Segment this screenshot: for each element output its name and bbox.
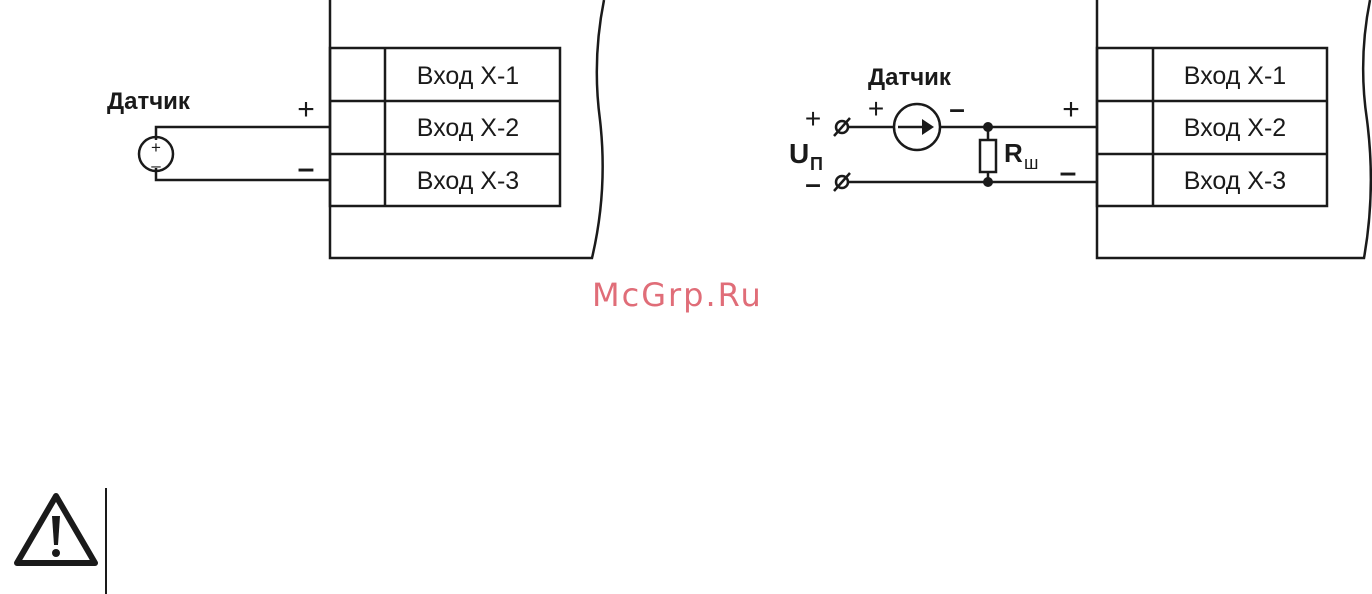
node-top: [983, 122, 993, 132]
supply-subscript: П: [810, 154, 823, 174]
right-sensor-label: Датчик: [868, 64, 952, 91]
right-diagram: [833, 0, 1372, 260]
left-input-x1: Вход X-1: [417, 62, 519, 90]
supply-plus-label: +: [805, 103, 821, 134]
left-sensor-label: Датчик: [107, 88, 191, 115]
left-input-x2: Вход X-2: [417, 114, 519, 142]
right-device-housing: [1095, 0, 1372, 260]
left-diagram: [137, 0, 606, 260]
right-source-minus: –: [949, 93, 965, 124]
left-minus-label: –: [298, 152, 315, 185]
left-source-minus: –: [151, 156, 161, 175]
supply-minus-label: –: [805, 168, 821, 199]
left-plus-label: +: [297, 93, 315, 126]
resistor-subscript: ш: [1024, 153, 1038, 173]
warning-icon: [14, 493, 98, 566]
left-device-housing: [328, 0, 606, 260]
resistor-icon: [978, 138, 998, 174]
left-source-plus: +: [151, 138, 161, 157]
supply-plus-terminal: [834, 119, 850, 135]
resistor-label: R: [1004, 138, 1023, 168]
supply-minus-terminal: [834, 174, 850, 190]
left-input-x3: Вход X-3: [417, 167, 519, 195]
node-bottom: [983, 177, 993, 187]
current-source-icon: [892, 102, 942, 152]
left-plus-wire: [154, 125, 330, 140]
supply-label: U: [789, 138, 809, 169]
right-plus-label: +: [1062, 93, 1080, 126]
right-source-plus: +: [868, 93, 884, 124]
right-input-x1: Вход X-1: [1184, 62, 1286, 90]
right-input-x2: Вход X-2: [1184, 114, 1286, 142]
right-minus-label: –: [1060, 156, 1077, 189]
watermark: McGrp.Ru: [592, 276, 763, 314]
voltage-source-icon: [137, 135, 175, 173]
right-input-x3: Вход X-3: [1184, 167, 1286, 195]
